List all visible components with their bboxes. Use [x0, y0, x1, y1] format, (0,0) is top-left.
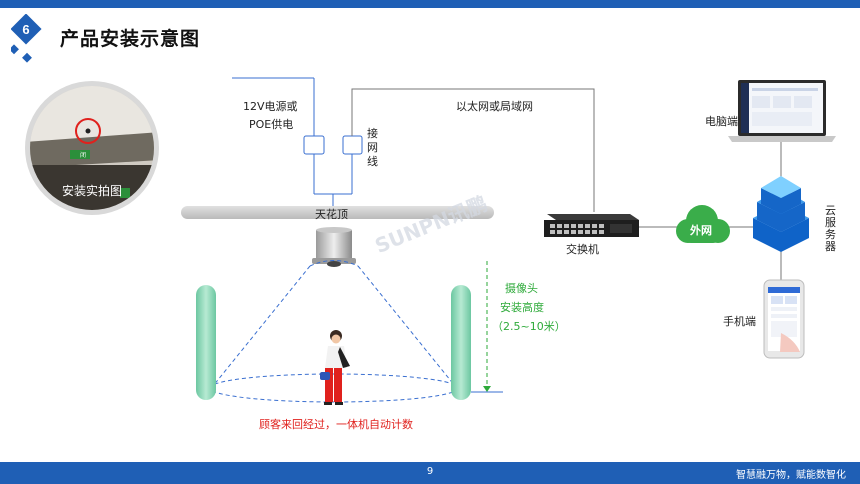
overhead-camera: [312, 227, 356, 267]
photo-caption: 安装实拍图: [62, 184, 123, 198]
network-cable-label: 接 网 线: [367, 127, 378, 169]
left-pillar: [196, 285, 216, 400]
switch-label: 交换机: [566, 243, 599, 256]
laptop-icon: [728, 80, 836, 142]
network-switch: [544, 214, 639, 237]
cloud-server-icon: [753, 176, 809, 252]
camera-height-line2: 安装高度: [500, 301, 544, 314]
exit-sign-text: 闭: [80, 152, 87, 159]
counting-caption: 顾客来回经过，一体机自动计数: [259, 418, 413, 431]
network-cable-char: 线: [367, 155, 378, 168]
network-cable-char: 接: [367, 127, 378, 140]
ceiling-label: 天花顶: [315, 208, 348, 221]
right-pillar: [451, 285, 471, 400]
section-badge: 6: [11, 14, 42, 63]
mobile-label: 手机端: [723, 315, 756, 328]
top-accent-bar: [0, 0, 860, 8]
footer-slogan: 智慧融万物，赋能数智化: [736, 470, 846, 481]
cloud-server-char: 云: [825, 204, 836, 217]
height-indicator: [471, 261, 503, 393]
network-cable-char: 网: [367, 141, 378, 154]
page-number: 9: [426, 466, 434, 477]
internet-cloud: [676, 205, 730, 243]
camera-height-line3: （2.5~10米）: [492, 320, 566, 333]
camera-height-line1: 摄像头: [505, 282, 538, 295]
internet-label: 外网: [690, 224, 712, 237]
footer-bar: 9 智慧融万物，赋能数智化: [0, 462, 860, 484]
power-label-line2: POE供电: [249, 118, 294, 131]
camera-highlight-circle: [75, 118, 101, 144]
customer-figure: [320, 330, 350, 405]
camera-dot: [85, 128, 91, 134]
power-label-line1: 12V电源或: [243, 100, 298, 113]
cloud-server-char: 服: [825, 216, 836, 229]
ethernet-label: 以太网或局域网: [456, 100, 533, 113]
cloud-server-char: 器: [825, 240, 836, 253]
installation-photo: [25, 81, 159, 215]
cloud-server-label: 云 服 务 器: [825, 205, 836, 253]
exit-sign: [70, 150, 90, 159]
page-title: 产品安装示意图: [60, 28, 201, 50]
ceiling-bar: [181, 206, 494, 219]
phone-icon: [763, 279, 805, 359]
cloud-server-char: 务: [825, 228, 836, 241]
pc-label: 电脑端: [705, 115, 738, 128]
section-number: 6: [22, 22, 29, 37]
